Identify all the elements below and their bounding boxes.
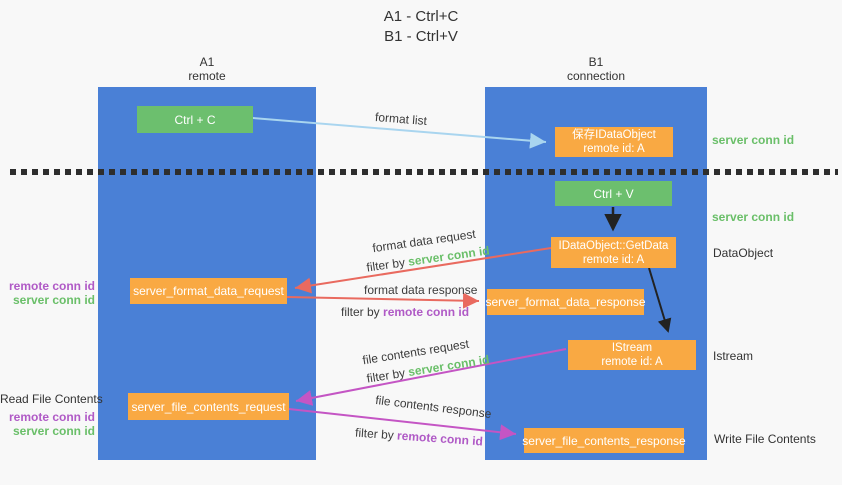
node-server-file-contents-request-label: server_file_contents_request (131, 399, 286, 414)
node-server-file-contents-response-label: server_file_contents_response (522, 433, 686, 448)
label-server-conn-id-mid-right: server conn id (712, 210, 795, 224)
node-ctrl-v: Ctrl + V (555, 181, 672, 206)
edge-label-format-data-response: format data response (364, 283, 478, 297)
node-ctrl-c: Ctrl + C (137, 106, 253, 133)
remote-conn-id-text: remote conn id (383, 305, 470, 319)
lane-a-header: A1 remote (98, 55, 316, 83)
lane-b-name: B1 (588, 55, 604, 69)
diagram-title: A1 - Ctrl+C B1 - Ctrl+V (0, 7, 842, 47)
node-save-idataobject-line2: remote id: A (583, 143, 645, 155)
edge-label-format-list: format list (374, 109, 428, 129)
node-istream: IStream remote id: A (568, 340, 696, 370)
filter-by-text: filter by (365, 365, 407, 386)
node-server-file-contents-request: server_file_contents_request (128, 393, 289, 420)
label-read-file-contents: Read File Contents (0, 392, 103, 406)
filter-by-text: filter by (354, 425, 395, 443)
title-line-2: B1 - Ctrl+V (384, 28, 458, 45)
node-ctrl-c-label: Ctrl + C (174, 112, 216, 127)
label-remote-conn-id-left-mid: remote conn id (8, 279, 95, 293)
label-remote-conn-id-left-bottom: remote conn id (8, 410, 95, 424)
edge-label-file-contents-response: file contents response (374, 392, 493, 422)
node-server-file-contents-response: server_file_contents_response (522, 428, 686, 453)
lane-b-subtitle: connection (566, 69, 626, 83)
node-save-idataobject-line1: 保存IDataObject (572, 129, 656, 141)
node-server-format-data-request: server_format_data_request (130, 278, 287, 304)
label-server-conn-id-left-mid: server conn id (12, 293, 95, 307)
edge-label-filter-remote-conn-2: filter by remote conn id (355, 426, 484, 449)
node-idataobject-getdata: IDataObject::GetData remote id: A (551, 237, 676, 268)
label-dataobject: DataObject (713, 246, 774, 260)
filter-by-text: filter by (365, 255, 406, 275)
filter-by-text: filter by (341, 305, 380, 319)
label-server-conn-id-left-bottom: server conn id (12, 424, 95, 438)
label-write-file-contents: Write File Contents (714, 432, 816, 446)
title-line-1: A1 - Ctrl+C (383, 8, 459, 25)
node-idataobject-getdata-line2: remote id: A (582, 253, 645, 266)
node-server-format-data-response-label: server_format_data_response (485, 295, 646, 309)
lane-a-subtitle: remote (188, 69, 226, 83)
remote-conn-id-text: remote conn id (396, 428, 484, 449)
node-server-format-data-request-label: server_format_data_request (133, 284, 284, 298)
label-server-conn-id-top-right: server conn id (712, 133, 795, 147)
node-idataobject-getdata-line1: IDataObject::GetData (558, 239, 669, 252)
node-ctrl-v-label: Ctrl + V (593, 186, 634, 201)
lane-a-name: A1 (199, 55, 215, 69)
label-istream: Istream (713, 349, 754, 363)
node-server-format-data-response: server_format_data_response (485, 289, 646, 315)
lane-b-header: B1 connection (485, 55, 707, 83)
node-istream-line2: remote id: A (601, 356, 663, 368)
node-istream-line1: IStream (611, 342, 653, 354)
edge-label-filter-remote-conn-1: filter by remote conn id (341, 305, 469, 319)
node-save-idataobject: 保存IDataObject remote id: A (555, 127, 673, 157)
